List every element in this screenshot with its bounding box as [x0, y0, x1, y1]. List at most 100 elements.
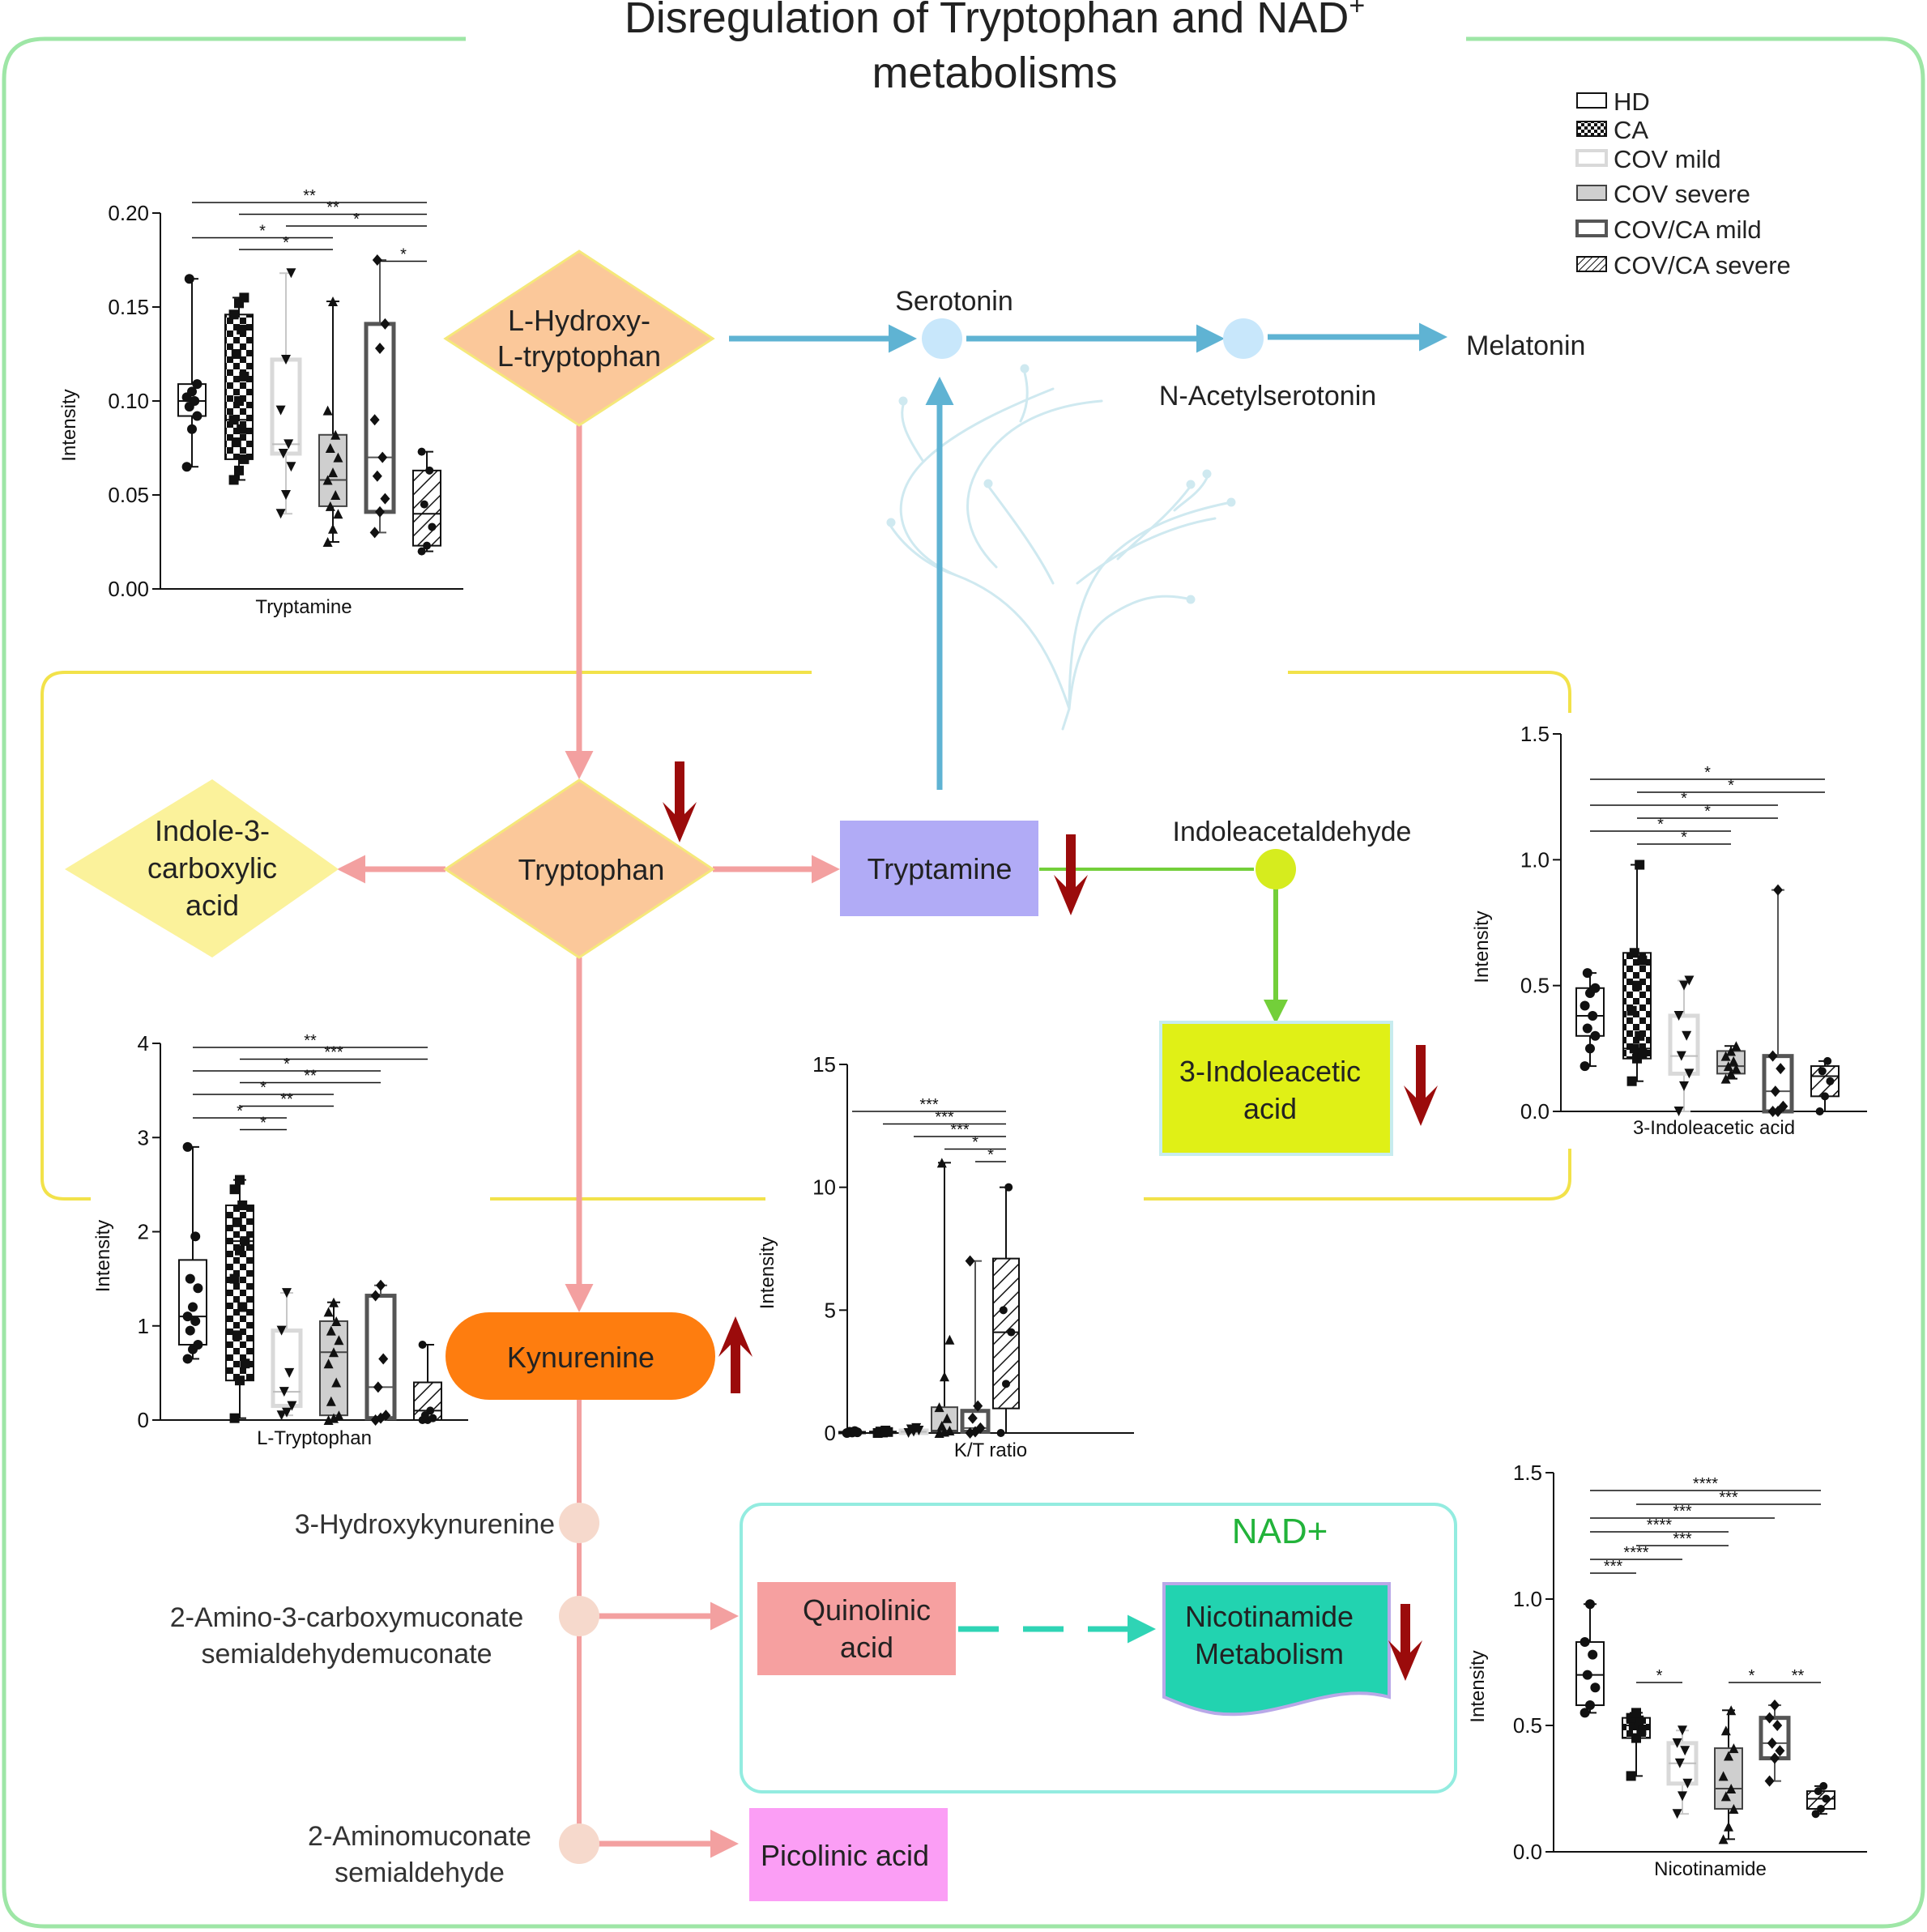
chart-3-y-label: Intensity — [1471, 911, 1493, 983]
point-0 — [229, 1413, 240, 1423]
point-11 — [235, 1175, 245, 1185]
point-0 — [181, 462, 192, 472]
chart-1-group-0 — [178, 1141, 207, 1364]
point-2 — [193, 1340, 203, 1350]
quinolinic-label-1: Quinolinic — [803, 1593, 931, 1627]
chart-1-group-2 — [271, 1288, 303, 1421]
point-2 — [1007, 1328, 1016, 1337]
point-2 — [240, 1358, 250, 1369]
chart-0-tick-label-4: 0.20 — [108, 201, 149, 225]
point-6 — [1679, 980, 1689, 991]
chart-4-sig-label-2: *** — [1673, 1503, 1692, 1520]
point-6 — [1631, 1708, 1641, 1718]
acms-label-1: 2-Amino-3-carboxymuconate — [170, 1602, 524, 1633]
chart-3-tick-label-0: 0.0 — [1520, 1099, 1550, 1124]
chart-2-sig-label-4: * — [987, 1146, 994, 1164]
point-1 — [187, 424, 197, 434]
point-4 — [911, 1422, 922, 1433]
point-5 — [369, 414, 380, 426]
point-2 — [381, 1410, 391, 1422]
point-2 — [944, 1425, 955, 1435]
box — [1668, 1013, 1700, 1076]
point-2 — [287, 1401, 297, 1411]
chart-0-sig-label-2: * — [353, 211, 360, 228]
point-0 — [1580, 1061, 1590, 1072]
chart-2-sig-label-1: *** — [935, 1109, 954, 1127]
chart-0-group-5 — [412, 447, 441, 556]
point-4 — [1680, 1746, 1690, 1756]
point-4 — [377, 451, 388, 463]
point-6 — [187, 386, 197, 397]
yellow-frame-bottom-right — [1144, 1149, 1571, 1201]
point-2 — [1684, 1068, 1695, 1079]
point-5 — [1767, 1050, 1778, 1062]
chart-0-tick-label-0: 0.00 — [108, 577, 149, 601]
point-7 — [1590, 983, 1601, 993]
point-0 — [1764, 1775, 1775, 1787]
point-6 — [328, 467, 338, 478]
point-7 — [240, 1236, 250, 1247]
point-1 — [1631, 1733, 1641, 1743]
chart-4-group-4 — [1759, 1700, 1791, 1787]
chart-3-group-4 — [1762, 884, 1794, 1117]
chart-4-sig-label-4: *** — [1673, 1530, 1692, 1548]
point-9 — [1635, 859, 1645, 870]
point-3 — [1629, 1043, 1639, 1054]
point-3 — [999, 1306, 1008, 1315]
point-3 — [279, 1387, 289, 1397]
red-arrows — [663, 761, 1438, 1681]
point-5 — [1718, 1771, 1729, 1781]
point-8 — [185, 1273, 195, 1284]
point-5 — [1580, 1000, 1590, 1011]
chart-3-group-0 — [1575, 968, 1605, 1072]
svg-text:semialdehydemuconate: semialdehydemuconate — [201, 1639, 492, 1670]
point-6 — [1726, 1046, 1736, 1056]
chart-2-tick-label-2: 10 — [812, 1175, 836, 1200]
nicotinamide-label-1: Nicotinamide — [1185, 1600, 1354, 1633]
point-0 — [1767, 1106, 1778, 1117]
chart-4-tick-label-1: 0.5 — [1513, 1713, 1542, 1738]
point-1 — [1770, 1752, 1780, 1764]
chart-0-group-4 — [364, 254, 396, 539]
point-8 — [325, 443, 335, 453]
node-tryptophan — [443, 778, 715, 959]
point-0 — [996, 1429, 1005, 1437]
point-7 — [334, 1335, 344, 1346]
point-2 — [286, 462, 296, 472]
point-7 — [1729, 1743, 1739, 1754]
point-4 — [1823, 1056, 1832, 1065]
point-3 — [420, 500, 428, 509]
chart-4-sig-label-6: *** — [1604, 1558, 1623, 1576]
point-8 — [372, 254, 382, 266]
chart-2-sig-label-2: *** — [950, 1121, 970, 1139]
point-1 — [1002, 1380, 1010, 1388]
nad-label: NAD+ — [1232, 1512, 1328, 1551]
point-5 — [1673, 1010, 1684, 1021]
serotonin-label: Serotonin — [895, 286, 1013, 317]
point-9 — [1726, 1705, 1737, 1716]
melatonin-label: Melatonin — [1466, 331, 1585, 361]
point-4 — [237, 424, 247, 434]
chart-3-group-3 — [1716, 1041, 1746, 1084]
chart-2-tick-label-1: 5 — [825, 1298, 836, 1322]
point-8 — [1629, 948, 1639, 958]
point-4 — [426, 1406, 435, 1415]
point-6 — [329, 1347, 339, 1358]
box — [1622, 952, 1652, 1060]
chart-2-group-2 — [898, 1422, 929, 1438]
point-3 — [1723, 1061, 1733, 1072]
chart-3-group-5 — [1810, 1056, 1840, 1115]
svg-text:Nicotinamide: Nicotinamide — [1185, 1600, 1354, 1633]
chart-1-sig-label-5: ** — [280, 1091, 293, 1109]
point-4 — [1819, 1781, 1828, 1790]
chart-1-tick-label-3: 3 — [138, 1125, 149, 1149]
point-6 — [1632, 980, 1642, 991]
iaa-label-1: 3-Indoleacetic — [1179, 1055, 1361, 1088]
point-3 — [1676, 1051, 1686, 1061]
point-2 — [192, 411, 203, 421]
point-2 — [975, 1422, 986, 1434]
point-3 — [232, 1330, 242, 1341]
point-0 — [1672, 1809, 1682, 1819]
chart-3-sig-label-1: * — [1728, 777, 1734, 795]
